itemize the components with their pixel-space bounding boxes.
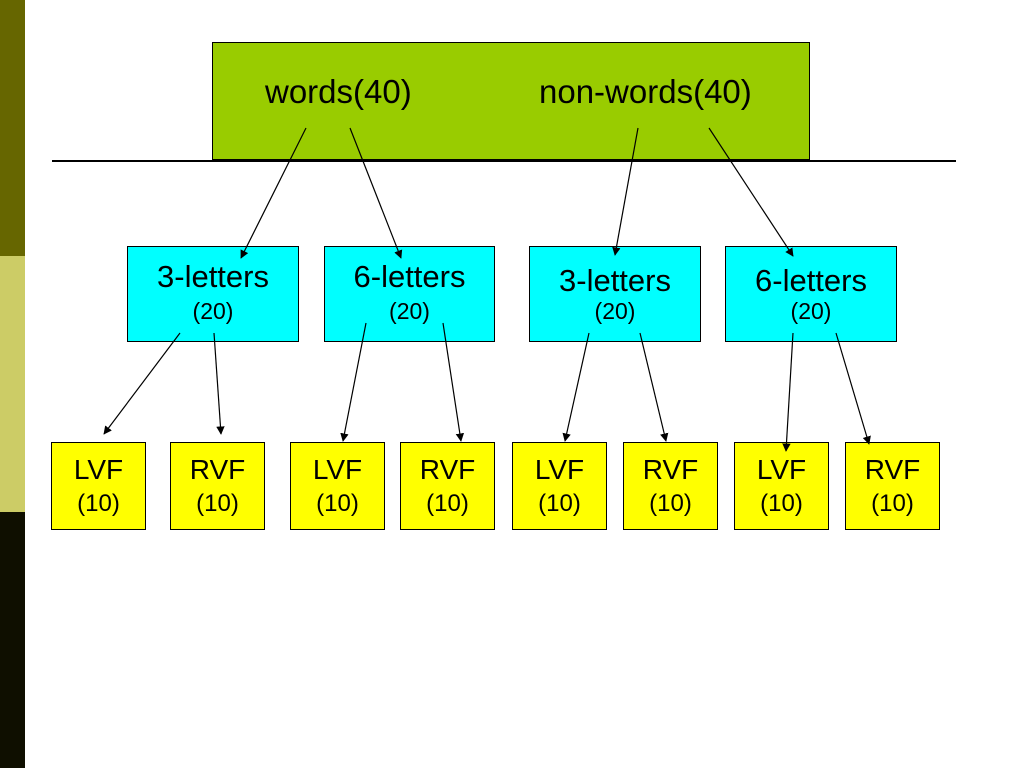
arrow — [562, 332, 590, 442]
root-box: words(40) non-words(40) — [212, 42, 810, 160]
leaf-box-rvf: RVF (10) — [845, 442, 940, 530]
leaf-label: RVF — [189, 454, 246, 485]
category-box-nonwords-3-letters: 3-letters (20) — [529, 246, 701, 342]
leaf-count: (10) — [426, 490, 469, 517]
leaf-count: (10) — [649, 490, 692, 517]
leaf-label: RVF — [642, 454, 699, 485]
category-label: 6-letters — [755, 263, 867, 298]
category-label: 3-letters — [157, 259, 269, 294]
leaf-label: RVF — [419, 454, 476, 485]
category-count: (20) — [594, 298, 636, 324]
leaf-box-rvf: RVF (10) — [623, 442, 718, 530]
leaf-label: LVF — [756, 454, 807, 485]
leaf-box-rvf: RVF (10) — [170, 442, 265, 530]
leaf-label: LVF — [73, 454, 124, 485]
leaf-label: LVF — [312, 454, 363, 485]
arrow — [349, 127, 403, 259]
nonwords-label: non-words(40) — [539, 73, 752, 110]
arrow — [240, 127, 307, 259]
leaf-box-rvf: RVF (10) — [400, 442, 495, 530]
arrow — [213, 332, 225, 435]
arrow — [835, 332, 871, 445]
leaf-count: (10) — [538, 490, 581, 517]
category-count: (20) — [192, 298, 234, 324]
side-band-dark — [0, 0, 25, 256]
arrow — [612, 127, 639, 256]
side-band-light — [0, 256, 25, 512]
side-band-black — [0, 512, 25, 768]
leaf-box-lvf: LVF (10) — [512, 442, 607, 530]
leaf-count: (10) — [760, 490, 803, 517]
category-count: (20) — [790, 298, 832, 324]
leaf-box-lvf: LVF (10) — [51, 442, 146, 530]
category-count: (20) — [389, 298, 430, 324]
arrow — [442, 322, 465, 442]
arrow — [708, 127, 794, 257]
arrow — [103, 332, 181, 435]
leaf-label: RVF — [864, 454, 921, 485]
arrow — [782, 332, 794, 452]
category-label: 3-letters — [559, 263, 671, 298]
arrow — [340, 322, 367, 442]
horizontal-rule — [52, 160, 956, 162]
leaf-count: (10) — [316, 490, 359, 517]
leaf-label: LVF — [534, 454, 585, 485]
category-box-words-3-letters: 3-letters (20) — [127, 246, 299, 342]
leaf-count: (10) — [196, 490, 239, 517]
category-box-nonwords-6-letters: 6-letters (20) — [725, 246, 897, 342]
leaf-box-lvf: LVF (10) — [290, 442, 385, 530]
leaf-count: (10) — [871, 490, 914, 517]
category-box-words-6-letters: 6-letters (20) — [324, 246, 495, 342]
leaf-count: (10) — [77, 490, 120, 517]
leaf-box-lvf: LVF (10) — [734, 442, 829, 530]
words-label: words(40) — [265, 73, 412, 110]
category-label: 6-letters — [353, 259, 466, 294]
arrow — [639, 332, 669, 442]
